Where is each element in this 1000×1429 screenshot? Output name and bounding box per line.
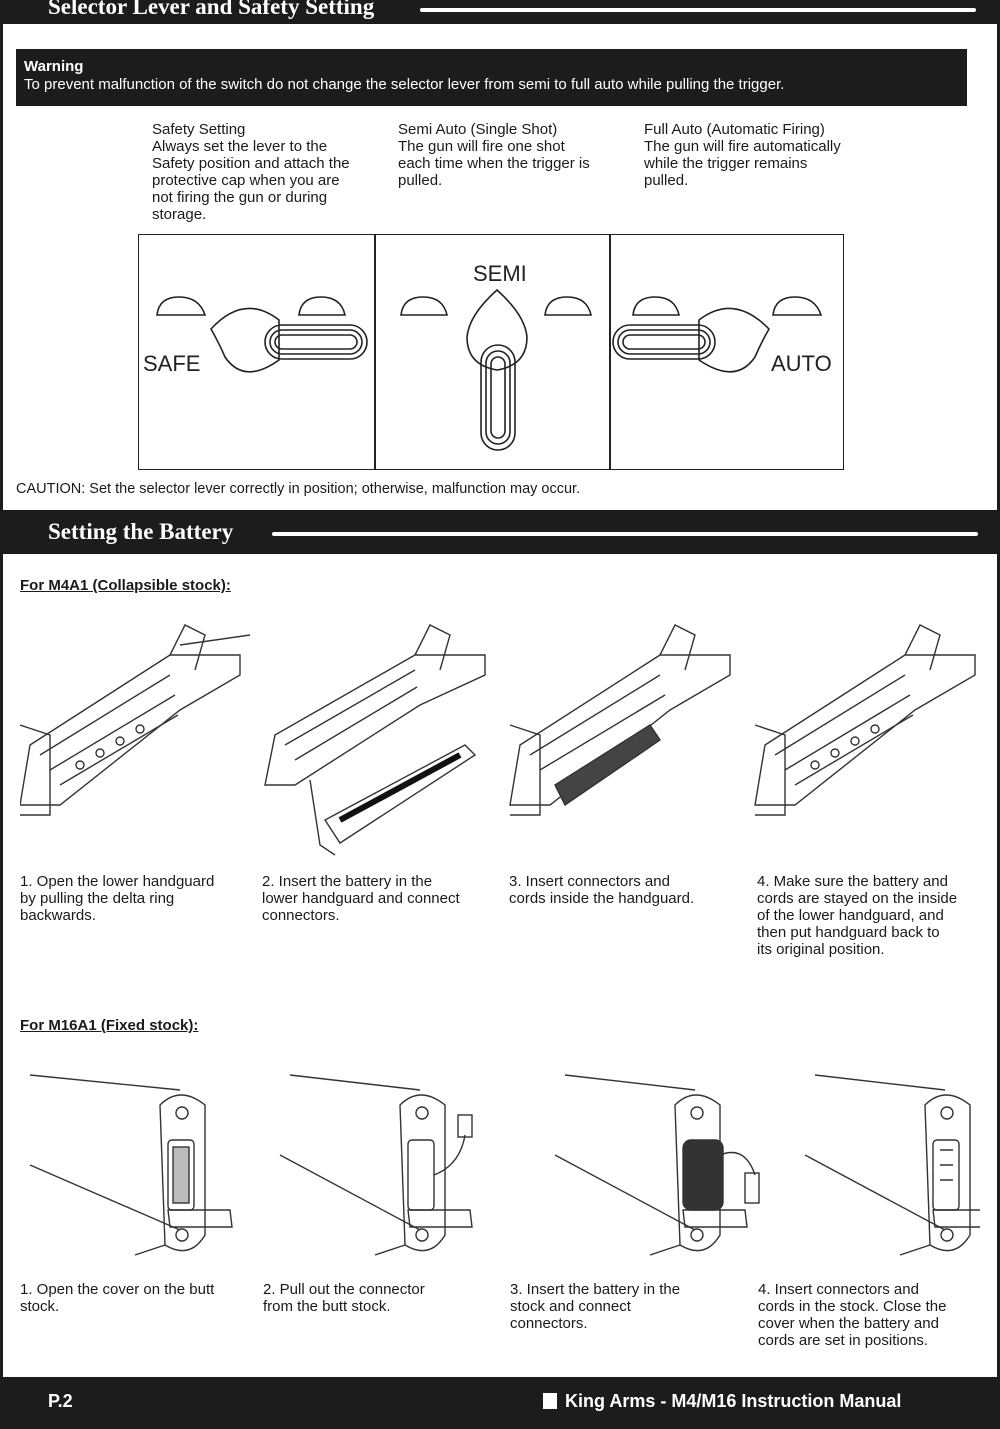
- page-number: P.2: [48, 1391, 73, 1411]
- selector-auto-diagram-icon: AUTO: [612, 296, 832, 376]
- section1-frame: [0, 24, 1000, 510]
- section2-rule: [272, 532, 978, 536]
- m16-step-2: 2. Pull out the connector from the butt …: [263, 1281, 425, 1315]
- m4-handguard-illustration-icon: [20, 624, 251, 816]
- warning-text: To prevent malfunction of the switch do …: [24, 76, 785, 93]
- auto-label: AUTO: [771, 351, 832, 376]
- m4-handguard-illustrations: [20, 624, 976, 856]
- m16-buttstock-closed-illustration-icon: [804, 1074, 980, 1256]
- m16-buttstock-illustrations: [29, 1074, 980, 1256]
- m16a1-label: For M16A1 (Fixed stock):: [20, 1017, 199, 1034]
- footer-square-icon: [543, 1393, 557, 1409]
- section1-rule: [420, 8, 976, 12]
- section1-header-bar: Selector Lever and Safety Setting: [0, 0, 1000, 24]
- m16-step-1: 1. Open the cover on the butt stock.: [20, 1281, 215, 1315]
- selector-diagram-panel: SAFE SEMI AUTO: [138, 234, 844, 470]
- section2-header-bar: Setting the Battery: [0, 510, 1000, 554]
- m16-buttstock-connector-illustration-icon: [279, 1074, 473, 1256]
- m4-step-2: 2. Insert the battery in the lower handg…: [262, 873, 460, 924]
- selector-diagrams: SAFE SEMI AUTO: [143, 261, 832, 451]
- m4-handguard-closed-illustration-icon: [754, 624, 976, 816]
- full-auto-description: Full Auto (Automatic Firing) The gun wil…: [644, 121, 894, 189]
- section2-frame: [0, 554, 1000, 1377]
- m4-handguard-open-illustration-icon: [264, 624, 486, 856]
- page-footer: P.2 King Arms - M4/M16 Instruction Manua…: [0, 1377, 1000, 1429]
- safety-setting-description: Safety Setting Always set the lever to t…: [152, 121, 392, 223]
- m4-step-3: 3. Insert connectors and cords inside th…: [509, 873, 695, 907]
- safe-label: SAFE: [143, 351, 200, 376]
- manual-title: King Arms - M4/M16 Instruction Manual: [565, 1391, 902, 1411]
- semi-auto-heading: Semi Auto (Single Shot): [398, 121, 558, 138]
- section2-title: Setting the Battery: [48, 519, 234, 544]
- m16-step-3: 3. Insert the battery in the stock and c…: [510, 1281, 681, 1332]
- safety-setting-heading: Safety Setting: [152, 121, 246, 138]
- m4-step-1: 1. Open the lower handguard by pulling t…: [20, 873, 215, 924]
- caution-text: CAUTION: Set the selector lever correctl…: [16, 481, 581, 497]
- m16-step-4: 4. Insert connectors and cords in the st…: [758, 1281, 947, 1349]
- section1-title: Selector Lever and Safety Setting: [48, 0, 375, 19]
- full-auto-heading: Full Auto (Automatic Firing): [644, 121, 825, 138]
- semi-label: SEMI: [473, 261, 527, 286]
- semi-auto-description: Semi Auto (Single Shot) The gun will fir…: [398, 121, 638, 189]
- full-auto-body: The gun will fire automatically while th…: [644, 138, 841, 189]
- selector-semi-diagram-icon: SEMI: [400, 261, 592, 451]
- m4-handguard-connectors-illustration-icon: [509, 624, 731, 816]
- semi-auto-body: The gun will fire one shot each time whe…: [398, 138, 590, 189]
- m4-step-4: 4. Make sure the battery and cords are s…: [757, 873, 958, 958]
- m4a1-label: For M4A1 (Collapsible stock):: [20, 577, 231, 594]
- selector-safe-diagram-icon: SAFE: [143, 296, 368, 376]
- safety-setting-body: Always set the lever to the Safety posit…: [152, 138, 350, 223]
- m16-buttstock-illustration-icon: [29, 1074, 233, 1256]
- m16-buttstock-battery-illustration-icon: [554, 1074, 760, 1256]
- warning-box: Warning To prevent malfunction of the sw…: [16, 49, 967, 106]
- warning-title: Warning: [24, 58, 84, 75]
